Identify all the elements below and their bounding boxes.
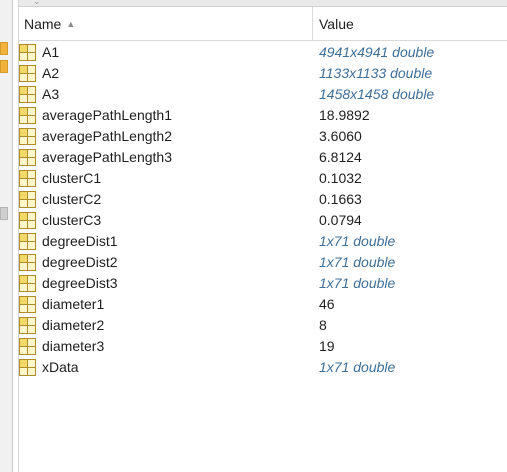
value-column-label: Value xyxy=(319,16,354,32)
variable-row[interactable]: averagePathLength1 18.9892 xyxy=(19,105,507,126)
variable-name: degreeDist2 xyxy=(42,254,118,270)
matrix-variable-icon xyxy=(19,212,36,229)
matrix-variable-icon xyxy=(19,170,36,187)
matrix-variable-icon xyxy=(19,275,36,292)
value-column-header[interactable]: Value xyxy=(313,7,507,40)
matrix-variable-icon xyxy=(19,317,36,334)
panel-title-strip: ⌄ xyxy=(19,0,507,7)
variable-row[interactable]: A1 4941x4941 double xyxy=(19,42,507,63)
variable-value: 0.0794 xyxy=(319,212,362,228)
variable-row[interactable]: clusterC3 0.0794 xyxy=(19,210,507,231)
dock-tab-marker[interactable] xyxy=(0,60,8,73)
variable-name: A1 xyxy=(42,44,60,60)
matrix-variable-icon xyxy=(19,359,36,376)
variable-value: 19 xyxy=(319,338,335,354)
variable-row[interactable]: diameter2 8 xyxy=(19,315,507,336)
variable-value: 4941x4941 double xyxy=(319,44,435,60)
variable-value: 6.8124 xyxy=(319,149,362,165)
variable-value: 46 xyxy=(319,296,335,312)
variable-row[interactable]: degreeDist3 1x71 double xyxy=(19,273,507,294)
panel-title-glyph: ⌄ xyxy=(33,0,41,6)
variable-value: 1x71 double xyxy=(319,254,396,270)
variable-row[interactable]: degreeDist2 1x71 double xyxy=(19,252,507,273)
variable-row[interactable]: A3 1458x1458 double xyxy=(19,84,507,105)
variable-name: averagePathLength2 xyxy=(42,128,172,144)
matrix-variable-icon xyxy=(19,191,36,208)
name-column-label: Name xyxy=(24,16,62,32)
variable-value: 1x71 double xyxy=(319,233,396,249)
variable-row[interactable]: diameter1 46 xyxy=(19,294,507,315)
variable-name: xData xyxy=(42,359,79,375)
variable-value: 1133x1133 double xyxy=(319,65,433,81)
variable-row[interactable]: averagePathLength3 6.8124 xyxy=(19,147,507,168)
matrix-variable-icon xyxy=(19,149,36,166)
matrix-variable-icon xyxy=(19,254,36,271)
left-dock-strip xyxy=(0,0,13,472)
variable-name: A2 xyxy=(42,65,60,81)
matrix-variable-icon xyxy=(19,86,36,103)
dock-tab-marker[interactable] xyxy=(0,42,8,55)
variable-name: A3 xyxy=(42,86,60,102)
dock-tab-marker[interactable] xyxy=(0,207,8,220)
variable-value: 0.1032 xyxy=(319,170,362,186)
variable-value: 8 xyxy=(319,317,327,333)
variable-value: 1x71 double xyxy=(319,359,396,375)
matrix-variable-icon xyxy=(19,107,36,124)
variable-row[interactable]: degreeDist1 1x71 double xyxy=(19,231,507,252)
matrix-variable-icon xyxy=(19,65,36,82)
matrix-variable-icon xyxy=(19,233,36,250)
name-column-header[interactable]: Name ▲ xyxy=(19,7,313,40)
variable-name: degreeDist3 xyxy=(42,275,118,291)
variable-name: diameter3 xyxy=(42,338,105,354)
variable-value: 1x71 double xyxy=(319,275,396,291)
variable-value: 18.9892 xyxy=(319,107,370,123)
variable-name: degreeDist1 xyxy=(42,233,118,249)
variable-name: clusterC1 xyxy=(42,170,102,186)
variable-value: 0.1663 xyxy=(319,191,362,207)
sort-ascending-icon: ▲ xyxy=(66,19,76,29)
variable-value: 3.6060 xyxy=(319,128,362,144)
variable-name: averagePathLength3 xyxy=(42,149,172,165)
variable-row[interactable]: xData 1x71 double xyxy=(19,357,507,378)
variable-value: 1458x1458 double xyxy=(319,86,435,102)
variable-name: diameter1 xyxy=(42,296,105,312)
variable-name: averagePathLength1 xyxy=(42,107,172,123)
matrix-variable-icon xyxy=(19,44,36,61)
table-header: Name ▲ Value xyxy=(19,7,507,41)
variable-row[interactable]: averagePathLength2 3.6060 xyxy=(19,126,507,147)
variable-name: clusterC2 xyxy=(42,191,102,207)
variable-name: diameter2 xyxy=(42,317,105,333)
variable-row[interactable]: A2 1133x1133 double xyxy=(19,63,507,84)
variable-row[interactable]: clusterC2 0.1663 xyxy=(19,189,507,210)
matrix-variable-icon xyxy=(19,338,36,355)
variable-row[interactable]: clusterC1 0.1032 xyxy=(19,168,507,189)
matrix-variable-icon xyxy=(19,128,36,145)
matrix-variable-icon xyxy=(19,296,36,313)
variable-name: clusterC3 xyxy=(42,212,102,228)
variable-row[interactable]: diameter3 19 xyxy=(19,336,507,357)
